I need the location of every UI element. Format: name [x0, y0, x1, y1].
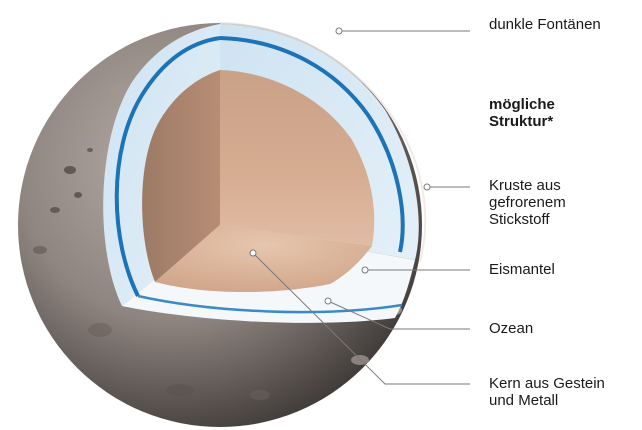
label-ocean: Ozean — [489, 320, 533, 337]
marker-crust — [424, 184, 430, 190]
label-ice-mantle: Eismantel — [489, 261, 555, 278]
label-crust: Kruste aus gefrorenem Stickstoff — [489, 177, 566, 228]
marker-ice-mantle — [362, 267, 368, 273]
label-structure: mögliche Struktur* — [489, 96, 555, 130]
marker-fountains — [336, 28, 342, 34]
marker-ocean — [325, 298, 331, 304]
label-core: Kern aus Gestein und Metall — [489, 375, 605, 409]
label-fountains: dunkle Fontänen — [489, 16, 601, 33]
marker-core — [250, 250, 256, 256]
